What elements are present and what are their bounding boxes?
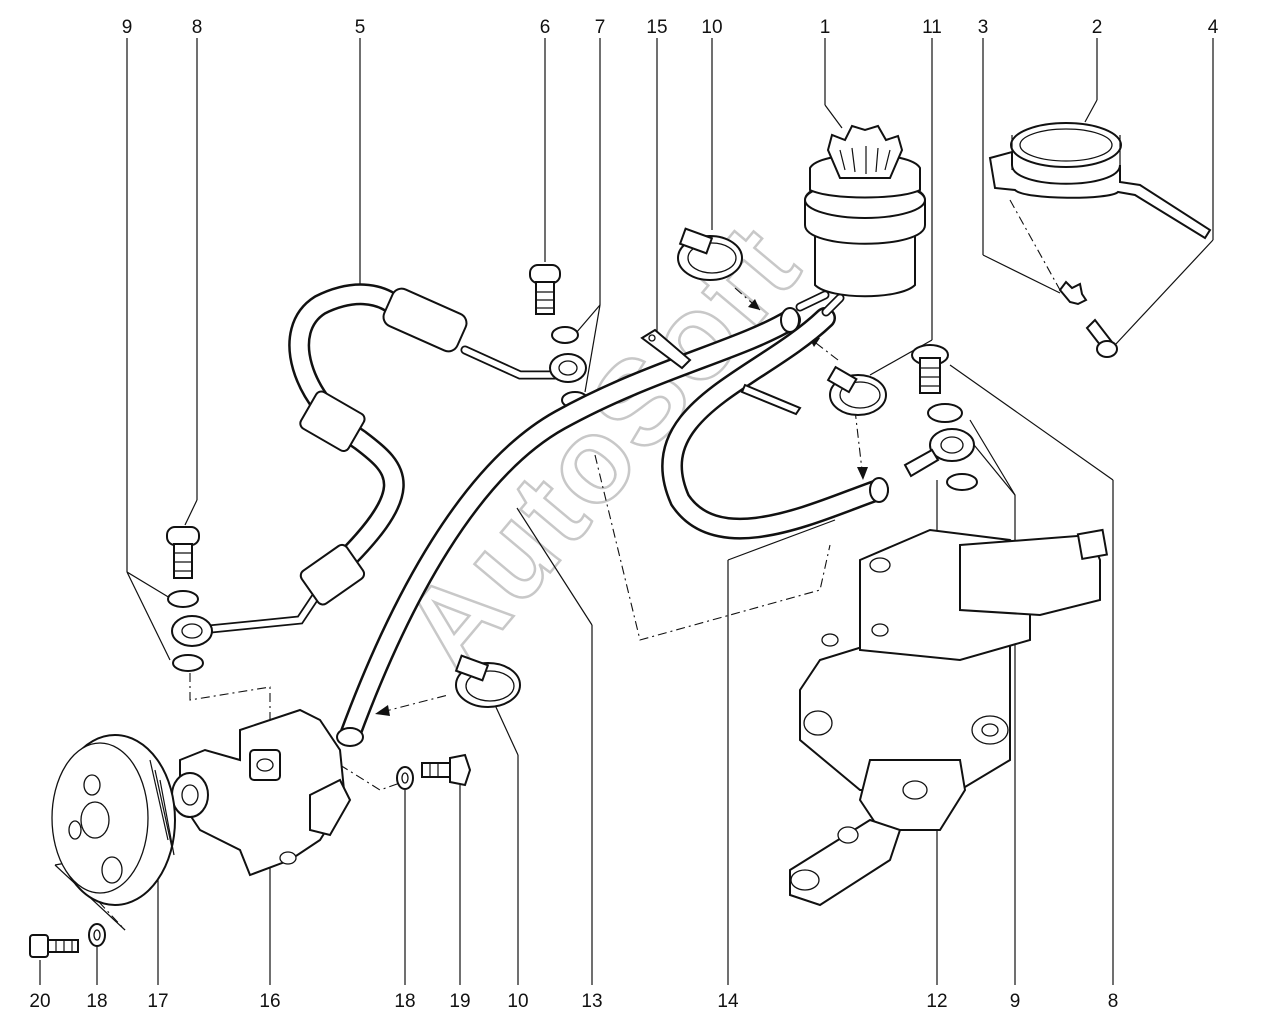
washer-18-mid <box>396 766 414 790</box>
label-6: 6 <box>540 17 551 38</box>
callout-labels: 9 8 5 6 7 15 10 1 11 3 2 4 20 18 17 16 1… <box>29 17 1218 1012</box>
label-16: 16 <box>259 991 280 1012</box>
label-11: 11 <box>922 17 942 38</box>
label-18-left: 18 <box>86 991 107 1012</box>
hose-clamp-10-bottom <box>454 654 521 708</box>
watermark-text: AutoSoft <box>377 198 826 697</box>
hose-14 <box>661 307 889 540</box>
bolt-20 <box>29 934 79 958</box>
label-3: 3 <box>978 17 989 38</box>
banjo-fitting-right <box>903 403 978 491</box>
label-4: 4 <box>1208 17 1219 38</box>
label-7: 7 <box>595 17 606 38</box>
steering-gearbox <box>789 528 1109 907</box>
return-hose-13 <box>336 307 801 747</box>
label-18-mid: 18 <box>394 991 415 1012</box>
label-15: 15 <box>646 17 667 38</box>
banjo-bolt-8-right <box>911 344 949 394</box>
banjo-fitting-left <box>167 590 213 672</box>
label-20: 20 <box>29 991 50 1012</box>
label-10-bottom: 10 <box>507 991 528 1012</box>
label-10-top: 10 <box>701 17 722 38</box>
label-5: 5 <box>355 17 366 38</box>
banjo-bolt-8-left <box>166 526 200 579</box>
banjo-fitting-upper <box>549 326 589 409</box>
label-8-top: 8 <box>192 17 203 38</box>
banjo-bolt-6 <box>529 264 561 315</box>
label-14: 14 <box>717 991 739 1012</box>
label-17: 17 <box>147 991 168 1012</box>
reservoir-outlets <box>795 290 845 317</box>
cable-tie <box>740 383 802 416</box>
lock-washer-3 <box>1058 280 1088 306</box>
washer-18-left <box>88 923 106 947</box>
bolt-19 <box>421 753 472 787</box>
label-2: 2 <box>1092 17 1103 38</box>
pulley-17 <box>51 734 176 906</box>
hose-clamp-11 <box>826 365 887 416</box>
leader-lines <box>39 38 1214 985</box>
fluid-reservoir-1 <box>804 124 926 298</box>
bolt-4 <box>1085 318 1118 358</box>
pressure-hose-5 <box>195 283 565 635</box>
label-13: 13 <box>581 991 602 1012</box>
hose-clamp-10-top <box>677 227 743 281</box>
hose-clip-15 <box>640 328 692 370</box>
label-9-bottom: 9 <box>1010 991 1021 1012</box>
watermark: AutoSoft <box>376 197 827 698</box>
label-1: 1 <box>820 17 831 38</box>
power-steering-pump-16 <box>171 708 352 877</box>
label-12: 12 <box>926 991 947 1012</box>
label-8-bottom: 8 <box>1108 991 1119 1012</box>
reservoir-bracket-2 <box>988 122 1212 240</box>
label-19: 19 <box>449 991 470 1012</box>
label-9-top: 9 <box>122 17 133 38</box>
